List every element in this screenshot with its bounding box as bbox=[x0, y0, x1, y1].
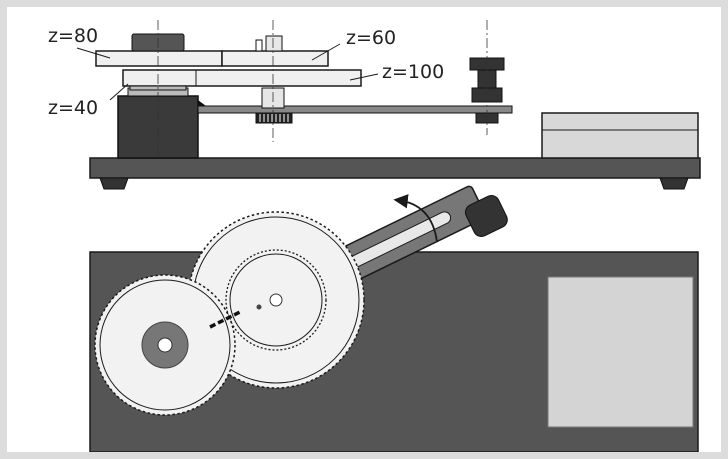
side-block bbox=[541, 112, 699, 159]
gear-left-top bbox=[94, 274, 236, 416]
gear-z80-side bbox=[95, 50, 223, 67]
label-z100: z=100 bbox=[382, 61, 444, 83]
foot-right bbox=[659, 177, 689, 190]
base-plate-side bbox=[89, 157, 701, 179]
diagram-frame: z=80 z=60 z=100 z=40 bbox=[7, 7, 721, 452]
crank-knob-top bbox=[464, 195, 508, 237]
label-z60: z=60 bbox=[346, 27, 396, 49]
label-z40: z=40 bbox=[48, 97, 98, 119]
lever-arm-side bbox=[197, 105, 513, 114]
label-z80: z=80 bbox=[48, 25, 98, 47]
top-view bbox=[89, 185, 699, 452]
rotation-arrow-icon bbox=[393, 194, 438, 243]
side-view: z=80 z=60 z=100 z=40 bbox=[48, 20, 701, 190]
gear-z100-side bbox=[122, 69, 362, 87]
foot-left bbox=[99, 177, 129, 190]
gear-train-diagram: z=80 z=60 z=100 z=40 bbox=[48, 20, 701, 452]
gear-z60-side bbox=[221, 50, 329, 67]
mesh-indicator bbox=[209, 310, 241, 329]
display-window bbox=[547, 276, 694, 428]
